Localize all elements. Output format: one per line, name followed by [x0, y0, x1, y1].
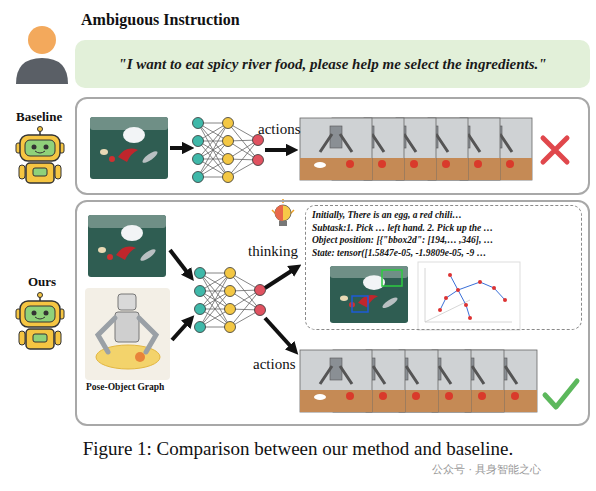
figure-caption: Figure 1: Comparison between our method … — [0, 438, 596, 460]
ours-robot — [16, 293, 64, 350]
ours-panel: OursInitially, There is an egg, a red ch… — [75, 200, 590, 426]
watermark: 公众号 · 具身智能之心 — [432, 462, 542, 477]
bulb-glass — [275, 205, 291, 221]
arrow — [170, 146, 188, 150]
thinking-line: Object position: [{"bbox2d": [194,… ,346… — [312, 234, 575, 247]
arrow — [172, 320, 190, 340]
pose-plot — [418, 262, 520, 330]
ours-photo — [88, 215, 166, 277]
pose-joint — [438, 308, 442, 312]
user-body — [16, 58, 68, 84]
baseline-robot — [16, 127, 64, 184]
pose-graph-object — [135, 352, 145, 362]
arrow-label: thinking — [248, 243, 298, 260]
plot-axes — [425, 268, 512, 322]
bulb-base — [279, 221, 287, 226]
pose-graph-head — [118, 294, 136, 310]
arrow — [265, 268, 296, 288]
baseline-panel: Baseline — [75, 97, 590, 195]
pose-joint — [444, 296, 448, 300]
ours-network — [195, 268, 266, 333]
action-frame — [300, 118, 372, 180]
thinking-box: Initially, There is an egg, a red chili…… — [305, 205, 582, 330]
arrow — [265, 148, 292, 152]
box-heading: Ambiguous Instruction — [81, 11, 240, 29]
thinking-photo — [330, 266, 408, 323]
pose-graph-arms — [98, 318, 156, 352]
fail-cross — [543, 138, 567, 162]
baseline-network — [193, 118, 264, 183]
image-label: Pose-Object Graph — [86, 382, 164, 392]
panel-heading: Ours — [28, 274, 56, 290]
pose-joint — [464, 303, 468, 307]
arrow-label: actions — [258, 121, 301, 138]
pose-joint — [478, 280, 482, 284]
pose-joints — [438, 273, 507, 320]
thinking-line: State: tensor([1.5847e-05, -1.9809e-05, … — [312, 247, 575, 260]
pose-skeleton — [440, 275, 505, 318]
bbox — [382, 270, 402, 286]
arrow — [265, 318, 294, 350]
success-check — [545, 381, 577, 407]
pose-joint — [503, 298, 507, 302]
pose-graph-background — [85, 288, 170, 380]
thinking-line: Subtask:1. Pick … left hand. 2. Pick up … — [312, 222, 575, 235]
panel-heading: Baseline — [16, 109, 62, 125]
pose-joint — [492, 286, 496, 290]
action-frame — [300, 350, 372, 412]
pose-graph-torso — [115, 312, 139, 342]
bbox — [352, 296, 368, 312]
pose-joint — [448, 273, 452, 277]
arrow — [170, 250, 190, 276]
bulb-half — [275, 205, 283, 221]
instruction-box: Ambiguous Instruction"I want to eat spic… — [75, 40, 590, 88]
instruction-text: "I want to eat spicy river food, please … — [110, 56, 554, 73]
thinking-line: Initially, There is an egg, a red chili… — [312, 209, 575, 222]
pose-joint — [456, 288, 460, 292]
baseline-photo — [90, 117, 168, 179]
user-head — [28, 26, 56, 54]
arrow-label: actions — [253, 356, 296, 373]
pose-joint — [468, 316, 472, 320]
